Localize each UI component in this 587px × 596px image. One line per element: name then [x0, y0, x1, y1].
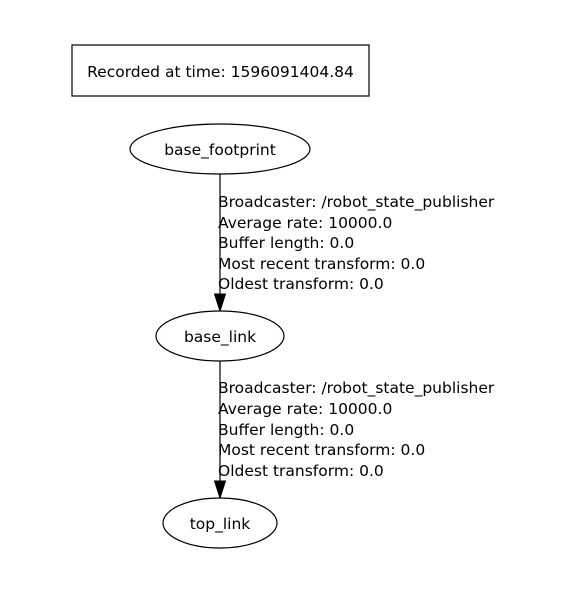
node-base-footprint[interactable]: base_footprint: [129, 123, 311, 175]
node-top-link-shape: [162, 497, 278, 549]
edge-2-oldest-transform: Oldest transform: 0.0: [218, 462, 384, 480]
node-top-link[interactable]: top_link: [162, 497, 278, 549]
edge-2-most-recent-transform: Most recent transform: 0.0: [218, 441, 425, 459]
edge-2-arrowhead: [213, 480, 227, 500]
recorded-time-label: Recorded at time: 1596091404.84: [87, 63, 354, 81]
edge-base-footprint-to-base-link: Broadcaster: /robot_state_publisher Aver…: [213, 174, 495, 313]
node-base-footprint-label: base_footprint: [164, 141, 276, 160]
edge-1-average-rate: Average rate: 10000.0: [218, 214, 392, 232]
edge-base-link-to-top-link: Broadcaster: /robot_state_publisher Aver…: [213, 361, 495, 500]
edge-2-buffer-length: Buffer length: 0.0: [218, 421, 354, 439]
node-base-link[interactable]: base_link: [155, 310, 285, 362]
edge-1-arrowhead: [213, 293, 227, 313]
edge-1-broadcaster: Broadcaster: /robot_state_publisher: [218, 193, 495, 212]
recorded-time-frame: [71, 44, 370, 97]
edge-1-buffer-length: Buffer length: 0.0: [218, 234, 354, 252]
node-top-link-label: top_link: [190, 515, 251, 534]
recorded-time-box: Recorded at time: 1596091404.84: [71, 44, 370, 97]
edge-2-broadcaster: Broadcaster: /robot_state_publisher: [218, 379, 495, 398]
edge-2-average-rate: Average rate: 10000.0: [218, 400, 392, 418]
edge-1-most-recent-transform: Most recent transform: 0.0: [218, 255, 425, 273]
node-base-link-label: base_link: [184, 328, 256, 347]
edge-1-oldest-transform: Oldest transform: 0.0: [218, 275, 384, 293]
